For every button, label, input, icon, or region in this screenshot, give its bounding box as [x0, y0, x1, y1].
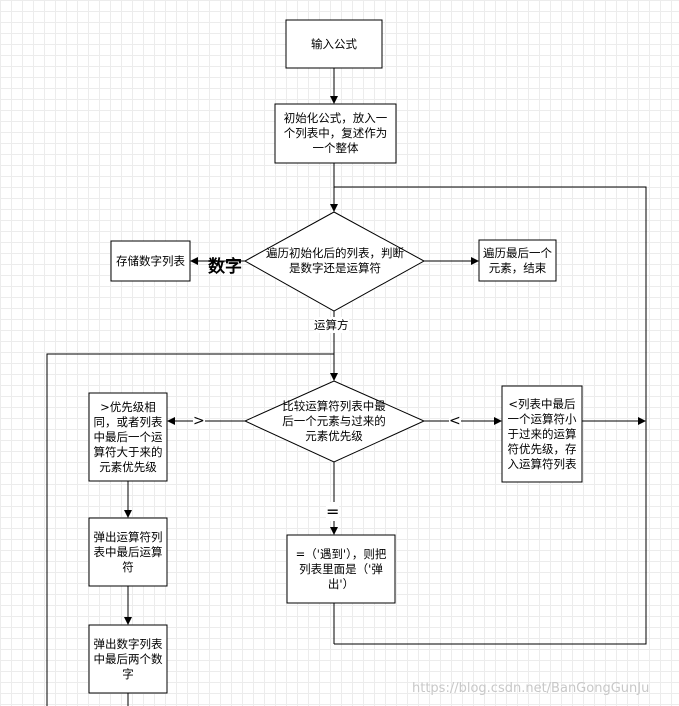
input-formula-text: 输入公式 [311, 36, 357, 51]
less-priority-text: <列表中最后 一个运算符小 于过来的运算 符优先级，存 入运算符列表 [507, 396, 577, 471]
pop-numbers-box [88, 624, 168, 694]
edge-label-operator: 运算方 [314, 317, 349, 333]
greater-priority-box [88, 392, 168, 482]
pop-operator-box [88, 517, 168, 587]
init-formula-box [274, 103, 397, 164]
greater-priority-text: >优先级相 同，或者列表 中最后一个运 算符大于来的 元素优先级 [93, 399, 163, 474]
store-number-list-text: 存储数字列表 [116, 253, 185, 268]
watermark-text: https://blog.csdn.net/BanGongGunJu [412, 681, 650, 696]
pop-numbers-text: 弹出数字列表 中最后两个数 字 [93, 636, 163, 681]
connectors [46, 68, 647, 706]
compare-decision-text: 比较运算符列表中最 后一个元素与过来的 元素优先级 [282, 398, 386, 443]
traverse-last-text: 遍历最后一个 元素，结束 [483, 245, 552, 275]
store-number-list-box [110, 240, 191, 282]
edge-loop-right [334, 186, 647, 645]
equal-paren-box [286, 534, 396, 604]
traverse-decision-text: 遍历初始化后的列表，判断 是数字还是运算符 [266, 246, 404, 275]
less-priority-box [501, 385, 583, 483]
edge-label-gt: > [193, 413, 205, 429]
equal-paren-text: =（'遇到'），则把 列表里面是（'弹 出'） [295, 546, 387, 591]
edge-label-eq: = [326, 502, 340, 521]
input-formula-box [285, 19, 383, 69]
edge-label-lt: < [449, 413, 461, 429]
traverse-last-box [478, 239, 557, 282]
pop-operator-text: 弹出运算符列 表中最后运算 符 [93, 529, 163, 574]
edge-label-number: 数字 [208, 257, 242, 277]
edge-loop-left [46, 353, 334, 706]
init-formula-text: 初始化公式，放入一 个列表中，复述作为 一个整体 [283, 111, 388, 155]
